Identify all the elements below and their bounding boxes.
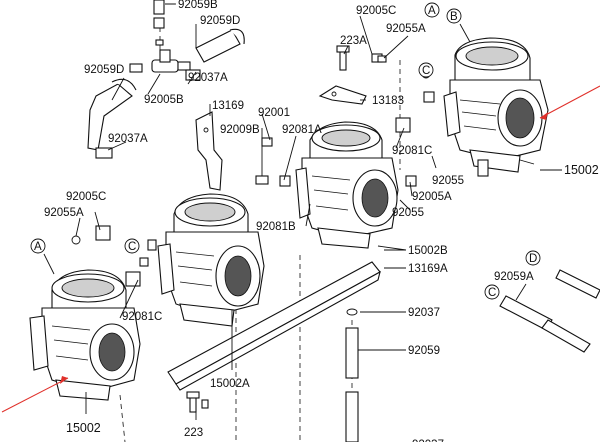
part-92059B <box>153 0 175 46</box>
callout-C-left-label: C <box>128 241 136 253</box>
callout-D: D <box>525 250 541 266</box>
label-92081B: 92081B <box>256 221 296 233</box>
callout-C-right: C <box>418 62 434 78</box>
label-92005B: 92005B <box>144 94 184 106</box>
red-pointer-arrows <box>1 85 600 413</box>
label-92055-right1: 92055 <box>432 175 464 187</box>
label-92081C-left: 92081C <box>122 311 162 323</box>
label-15002-right: 15002 <box>564 163 599 177</box>
callout-A-left: A <box>30 238 46 254</box>
label-13169: 13169 <box>212 100 244 112</box>
carburetor-center <box>295 121 399 249</box>
label-92005C-left: 92005C <box>66 191 106 203</box>
hose-92059D-left <box>87 78 137 159</box>
label-13183: 13183 <box>372 95 404 107</box>
label-223A: 223A <box>340 35 367 47</box>
label-92059D-top: 92059D <box>200 15 240 27</box>
callout-C-right-label: C <box>422 65 430 77</box>
label-92001: 92001 <box>258 107 290 119</box>
hose-92059D-top <box>195 28 245 63</box>
label-92037A-top: 92037A <box>188 72 228 84</box>
rod-92059 <box>345 308 359 442</box>
link-plate-13169A <box>167 261 381 391</box>
label-13169A: 13169A <box>408 263 448 275</box>
label-92005C-top: 92005C <box>356 5 396 17</box>
bracket-13183 <box>318 85 367 105</box>
label-92055A-top: 92055A <box>386 23 426 35</box>
callout-A-left-label: A <box>34 241 42 253</box>
label-15002-bottom: 15002 <box>66 421 101 435</box>
label-dashes <box>384 169 562 251</box>
label-92055A-left: 92055A <box>44 207 84 219</box>
label-92009B: 92009B <box>220 124 260 136</box>
screw-223A <box>336 45 350 71</box>
callout-D-label: D <box>529 253 537 265</box>
label-92081A: 92081A <box>282 124 322 136</box>
callout-B: B <box>446 8 462 24</box>
label-92059D-left: 92059D <box>84 64 124 76</box>
bracket-13169 <box>195 111 223 191</box>
label-92037: 92037 <box>408 307 440 319</box>
carburetor-A <box>29 269 141 401</box>
rod-upper <box>555 269 600 299</box>
callout-C-left: C <box>124 238 140 254</box>
callout-C-bottom-label: C <box>488 287 496 299</box>
label-92059: 92059 <box>408 345 440 357</box>
callout-C-bottom: C <box>484 284 500 300</box>
part-labels: 92059B 92059D 92059D 92037A 92005B 92037… <box>44 0 599 442</box>
label-92037-bottom: 92037 <box>412 439 444 442</box>
label-92055-right2: 92055 <box>392 207 424 219</box>
label-15002B: 15002B <box>408 245 448 257</box>
label-223: 223 <box>184 427 203 439</box>
label-92037A-left: 92037A <box>108 133 148 145</box>
label-92081C-right: 92081C <box>392 145 432 157</box>
leader-lines <box>43 3 535 420</box>
screw-223 <box>186 391 209 413</box>
label-92059B: 92059B <box>178 0 218 11</box>
rod-92059A <box>499 295 591 353</box>
label-92059A: 92059A <box>494 271 534 283</box>
callout-B-label: B <box>450 11 458 23</box>
callout-A-top: A <box>424 2 440 18</box>
label-92005A: 92005A <box>412 191 452 203</box>
carburetor-B <box>443 37 549 177</box>
label-15002A: 15002A <box>210 378 250 390</box>
callout-A-label: A <box>428 5 436 17</box>
carburetor-15002A <box>157 193 265 327</box>
t-fitting-92005B <box>129 49 201 81</box>
